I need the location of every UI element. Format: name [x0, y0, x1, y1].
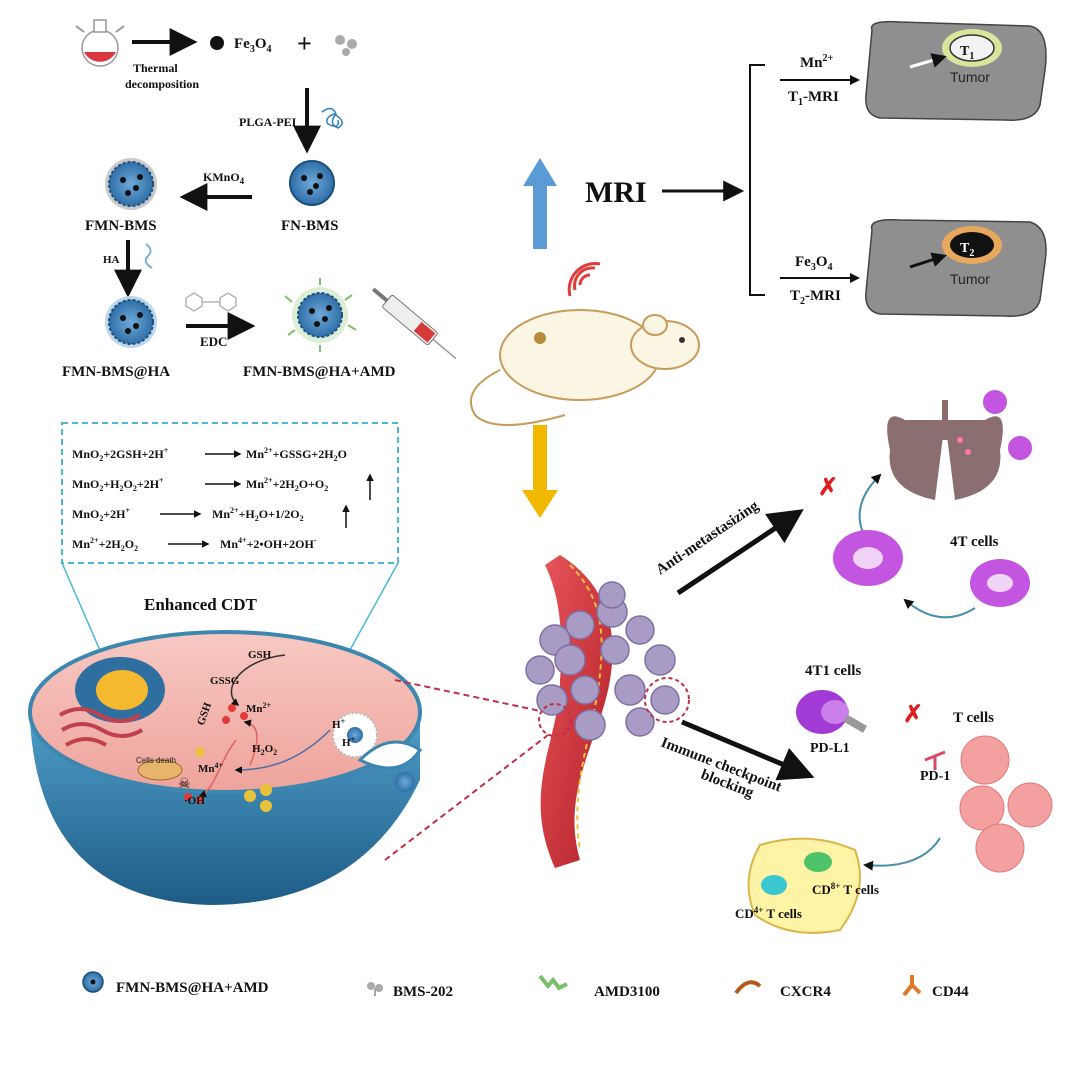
edc-label: EDC: [200, 334, 227, 349]
fe3o4-label: Fe3O4: [234, 36, 272, 55]
polymer-tangle-icon: [321, 107, 343, 129]
reaction-3-right: Mn2++H2O+1/2O2: [212, 506, 304, 523]
fmn-bms-particle-icon: [105, 158, 157, 210]
arrow-immune: [681, 719, 815, 781]
amd3100-structure-icon: [185, 292, 237, 312]
arrow-down-yellow: [522, 425, 558, 518]
cd8-cell-icon: [804, 852, 832, 872]
legend-item-3: AMD3100: [594, 984, 660, 1000]
t1-mri-label: T1-MRI: [788, 89, 839, 108]
tumor-cluster-illustration: [525, 581, 680, 741]
bms202-drug-icon: [335, 35, 357, 56]
block-x-icon-2: ✗: [903, 702, 923, 728]
legend-bms202-icon: [367, 982, 383, 996]
tumor-label-2: Tumor: [950, 271, 990, 287]
oh-cell-label: ·OH: [184, 795, 205, 807]
fmn-bms-ha-particle-icon: [105, 296, 157, 348]
legend-item-5: CD44: [932, 984, 969, 1000]
lymph-region-icon: [747, 837, 861, 934]
cd4-label: CD4+ T cells: [735, 905, 802, 921]
tumor-cell-illustration: [28, 630, 423, 905]
zoom-line-top: [394, 679, 546, 713]
t2-mri-label: T2-MRI: [790, 288, 841, 307]
zoom-line-bottom: [384, 734, 549, 861]
fmn-bms-ha-label: FMN-BMS@HA: [62, 364, 170, 380]
t-cells-cluster-icons: [959, 735, 1053, 873]
kmno4-label: KMnO4: [203, 170, 245, 186]
4t-cells-label: 4T cells: [950, 534, 999, 550]
tumor-label-1: Tumor: [950, 69, 990, 85]
signal-waves-icon: [567, 262, 601, 297]
zoom-circle-right: [644, 677, 690, 723]
legend: FMN-BMS@HA+AMD BMS-202 AMD3100 CXCR4 CD4…: [82, 971, 969, 1000]
pd-l1-label: PD-L1: [810, 741, 850, 756]
synthesis-panel: Thermal decomposition Fe3O4 + PLGA-PEI F…: [62, 19, 457, 380]
4t1-cells-label: 4T1 cells: [805, 663, 861, 679]
reaction-1-left: MnO2+2GSH+2H+: [72, 446, 169, 463]
syringe-icon: [371, 287, 457, 360]
fn-bms-particle-icon: [289, 160, 335, 206]
legend-nanoparticle-icon: [82, 971, 104, 993]
zoom-circle-left: [538, 703, 572, 737]
mri-title: MRI: [585, 176, 647, 209]
h2o2-cell-label: H2O2: [252, 743, 277, 757]
arrow-up-blue: [523, 158, 557, 249]
reaction-4-left: Mn2++2H2O2: [72, 536, 138, 553]
fmn-bms-label: FMN-BMS: [85, 218, 157, 234]
reaction-2-left: MnO2+H2O2+2H+: [72, 476, 164, 493]
plus-icon: +: [297, 29, 312, 58]
fmn-bms-ha-amd-label: FMN-BMS@HA+AMD: [243, 364, 396, 380]
ha-chain-icon: [144, 243, 153, 269]
t2-mri-scan-image: T2 Tumor: [865, 218, 1047, 317]
metastatic-cell-icons: [983, 390, 1032, 460]
reaction-4-right: Mn4++2•OH+2OH-: [220, 536, 317, 551]
skull-icon: ☠: [178, 777, 191, 792]
fe3o4-dot-icon: [210, 36, 224, 50]
mouse-icon: [470, 309, 700, 426]
arrow-cycle-back: [903, 598, 976, 619]
fn-bms-label: FN-BMS: [281, 218, 339, 234]
blood-vessel-illustration: [540, 555, 613, 868]
zoom-line-right: [349, 562, 399, 651]
arrow-anti-metastasizing: [676, 509, 804, 596]
t1-mri-scan-image: T1 Tumor: [865, 20, 1047, 121]
enhanced-cdt-title: Enhanced CDT: [144, 595, 258, 614]
cd4-cell-icon: [761, 875, 787, 895]
lungs-illustration: [887, 400, 1003, 500]
arrow-to-cd-cells: [863, 837, 941, 871]
reaction-3-left: MnO2+2H+: [72, 506, 131, 523]
thermal-label-2: decomposition: [125, 77, 199, 91]
cd8-label: CD8+ T cells: [812, 881, 879, 897]
gssg-label: GSSG: [210, 675, 240, 687]
fmn-bms-ha-amd-particle-icon: [284, 278, 357, 352]
reactions-box: [61, 422, 399, 564]
mri-bracket: [749, 64, 765, 296]
gsh-top-label: GSH: [248, 649, 272, 661]
cells-death-label: Cells death: [136, 756, 176, 765]
fe3o4-mri-label: Fe3O4: [795, 254, 833, 273]
pd-1-label: PD-1: [920, 769, 950, 784]
ha-label: HA: [103, 254, 120, 266]
reaction-1-right: Mn2++GSSG+2H2O: [246, 446, 347, 463]
legend-cd44-icon: [902, 975, 922, 997]
block-x-icon-1: ✗: [818, 475, 838, 501]
anti-metastasizing-label: Anti-metastasizing: [653, 498, 762, 579]
mn2-label: Mn2+: [800, 53, 834, 71]
pd-l1-icon: [843, 714, 868, 733]
legend-item-2: BMS-202: [393, 984, 453, 1000]
legend-amd3100-icon: [538, 974, 568, 991]
legend-item-4: CXCR4: [780, 984, 831, 1000]
thermal-label-1: Thermal: [133, 61, 178, 75]
legend-cxcr4-icon: [734, 980, 762, 995]
t-cells-label: T cells: [953, 710, 994, 726]
legend-item-1: FMN-BMS@HA+AMD: [116, 980, 269, 996]
pd-1-icon: [924, 750, 946, 770]
plga-label: PLGA-PEI: [239, 115, 297, 129]
reactions-list: MnO2+2GSH+2H+ Mn2++GSSG+2H2O MnO2+H2O2+2…: [72, 446, 374, 553]
flask-icon: [75, 19, 125, 67]
zoom-line-left: [61, 562, 103, 656]
reaction-2-right: Mn2++2H2O+O2: [246, 476, 328, 493]
